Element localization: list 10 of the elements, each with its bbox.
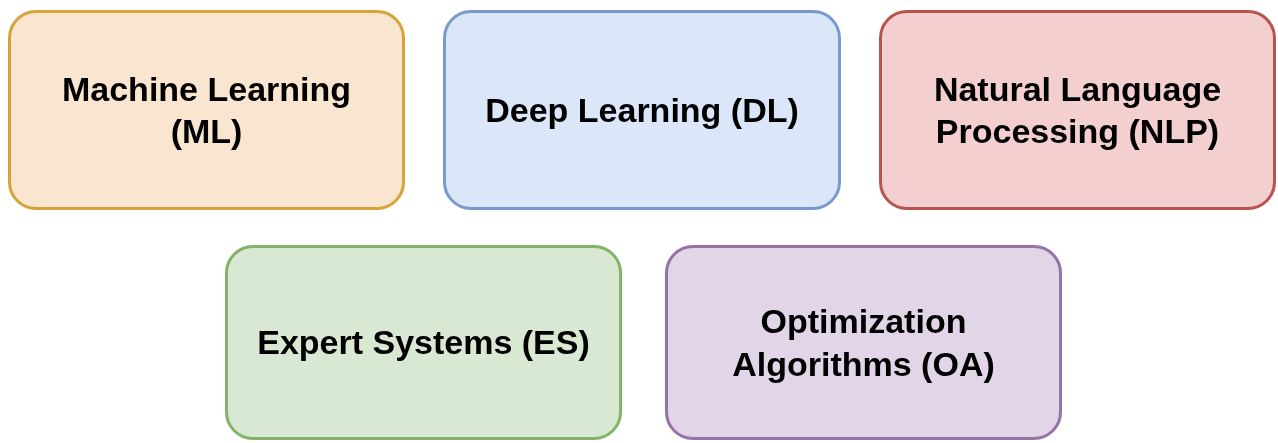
rounded-box [879,10,1276,210]
rounded-box [665,245,1062,440]
box-label: Natural Language Processing (NLP) [932,68,1223,152]
box-label: Optimization Algorithms (OA) [731,301,996,385]
rounded-box [8,10,405,210]
box-label: Expert Systems (ES) [257,322,590,364]
rounded-box [225,245,622,440]
box-label: Machine Learning (ML) [60,68,353,152]
box-label: Deep Learning (DL) [485,89,799,131]
rounded-box [443,10,841,210]
